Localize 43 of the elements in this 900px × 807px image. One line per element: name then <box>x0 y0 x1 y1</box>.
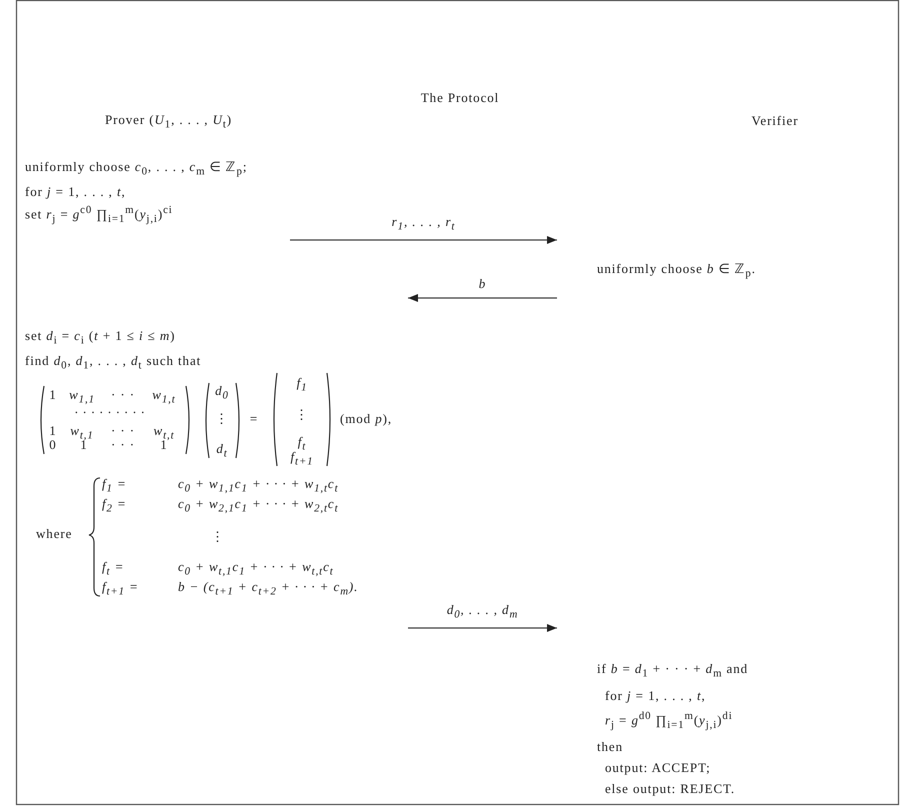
step-text: for j = 1, . . . , t, <box>25 182 126 201</box>
matrix-entry: · · · <box>111 387 135 403</box>
arrow <box>408 294 557 302</box>
vector-entry: ⋮ <box>295 407 309 423</box>
where-text: where <box>36 526 72 542</box>
equation-lhs: f$_{t}$ = <box>102 559 124 578</box>
vertical-ellipsis: ⋮ <box>211 529 225 545</box>
matrix-entry: 1 <box>49 387 57 403</box>
vector-entry: d$_{t}$ <box>216 441 228 460</box>
equation-lhs: f$_{2}$ = <box>102 496 127 515</box>
vector-entry: f$_{1}$ <box>296 375 308 394</box>
matrix-entry: 0 <box>49 437 57 453</box>
equation-lhs: f$_{t+1}$ = <box>102 579 139 598</box>
step-text: uniformly choose b ∈ ℤ$_{p}$. <box>597 260 756 282</box>
equation-lhs: f$_{1}$ = <box>102 476 127 495</box>
equation-rhs: b − (c$_{t+1}$ + c$_{t+2}$ + · · · + c$_{m}$). <box>178 579 358 598</box>
arrow <box>290 236 557 244</box>
matrix-entry: w$_{t,t}$ <box>154 423 174 442</box>
step-text: uniformly choose c$_{0}$, . . . , c$_{m}$ ∈ ℤ$_{p}$; <box>25 158 248 180</box>
column-heading: Prover (U$_{1}$, . . . , U$_{t}$) <box>105 112 232 131</box>
equation-rhs: c$_{0}$ + w$_{2,1}$c$_{1}$ + · · · + w$_{2,t}$c$_{t}$ <box>178 496 339 515</box>
matrix-entry: · · · <box>111 437 135 453</box>
step-text: r$_{j}$ = g$^{d0}$ ∏$_{i=1}$$^{m}$(y$_{j,i}$)$^{di}$ <box>605 708 733 733</box>
equation-rhs: c$_{0}$ + w$_{1,1}$c$_{1}$ + · · · + w$_{1,t}$c$_{t}$ <box>178 476 339 495</box>
step-text: else output: REJECT. <box>605 780 736 798</box>
step-text: set d$_{i}$ = c$_{i}$ (t + 1 ≤ i ≤ m) <box>25 327 176 349</box>
step-text: for j = 1, . . . , t, <box>605 686 706 705</box>
arrow <box>408 624 557 632</box>
step-text: if b = d$_{1}$ + · · · + d$_{m}$ and <box>597 660 748 682</box>
column-heading: Verifier <box>752 113 798 129</box>
vector-entry: d$_{0}$ <box>215 383 229 402</box>
diagram-title: The Protocol <box>420 90 500 106</box>
matrix-entry: · · · <box>111 423 135 439</box>
matrix-entry: 1 <box>49 423 57 439</box>
modulus-text: (mod p), <box>340 411 392 427</box>
matrix-entry: w$_{1,t}$ <box>152 387 176 406</box>
step-text: output: ACCEPT; <box>605 758 711 777</box>
step-text: set r$_{j}$ = g$^{c0}$ ∏$_{i=1}$$^{m}$(y$_{j,i}$)$^{ci}$ <box>25 202 173 227</box>
equals-sign: = <box>250 411 258 427</box>
vector-entry: ⋮ <box>215 411 229 427</box>
step-text: find d$_{0}$, d$_{1}$, . . . , d$_{t}$ such that <box>25 352 202 374</box>
equation-rhs: c$_{0}$ + w$_{t,1}$c$_{1}$ + · · · + w$_{t,t}$c$_{t}$ <box>178 559 334 578</box>
step-text: then <box>597 738 623 756</box>
